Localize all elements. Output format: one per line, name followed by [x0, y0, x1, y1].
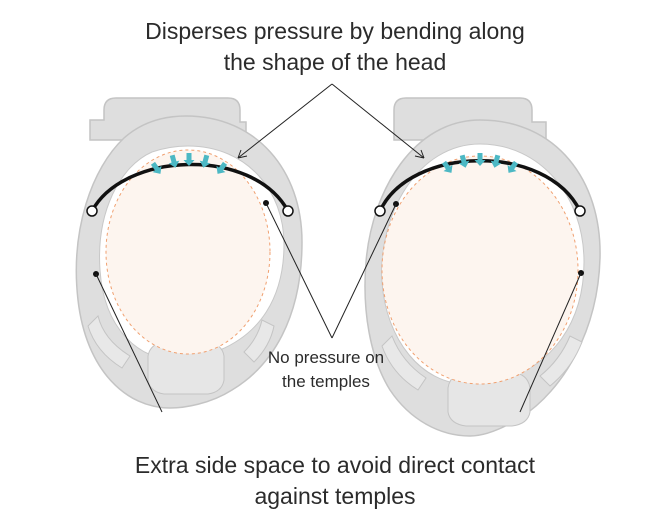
- top-caption-line-1: Disperses pressure by bending along: [145, 18, 525, 44]
- left-band-endpoint-left: [86, 205, 98, 217]
- middle-caption-line-1: No pressure on: [267, 348, 385, 367]
- bottom-caption: Extra side space to avoid direct contact…: [0, 450, 670, 512]
- right-arrow-5: [507, 160, 519, 173]
- leader-bottom-to-left-side: [95, 273, 163, 413]
- right-band-endpoint-right: [574, 205, 586, 217]
- left-arrow-3: [183, 153, 195, 166]
- leader-middle-to-right-temple: [331, 203, 397, 339]
- left-side-pad-left: [87, 315, 131, 369]
- left-arrow-1: [150, 161, 162, 174]
- bottom-caption-line-1: Extra side space to avoid direct contact: [134, 452, 536, 478]
- top-caption: Disperses pressure by bending along the …: [0, 16, 670, 78]
- middle-caption-line-2: the temples: [282, 372, 370, 391]
- top-caption-line-2: the shape of the head: [223, 49, 447, 75]
- right-arrow-1: [441, 160, 453, 173]
- right-shell-assembly: [364, 97, 601, 437]
- left-arrow-4: [199, 154, 211, 168]
- right-side-pad-right: [539, 335, 583, 387]
- left-shell-assembly: [75, 97, 303, 409]
- right-pressure-arrows: [441, 153, 519, 173]
- arrowhead-right-band: [414, 149, 425, 159]
- right-arrow-2: [458, 154, 470, 168]
- bottom-caption-line-2: against temples: [254, 483, 416, 509]
- left-band-endpoint-right: [282, 205, 294, 217]
- left-side-pad-right: [243, 319, 275, 363]
- middle-caption: No pressure on the temples: [226, 346, 426, 394]
- leader-top-to-right-band: [331, 83, 425, 159]
- left-arrow-2: [168, 154, 180, 168]
- leader-lines: [95, 83, 582, 413]
- right-arrow-3: [474, 153, 486, 166]
- right-arrow-4: [490, 154, 502, 168]
- right-band-endpoint-left: [374, 205, 386, 217]
- right-side-pad-left: [381, 335, 427, 391]
- left-head-outline: [105, 149, 271, 355]
- leader-top-to-left-band: [237, 83, 333, 159]
- arrowhead-left-band: [237, 149, 248, 159]
- left-arrow-5: [216, 161, 228, 174]
- leader-bottom-to-right-side: [519, 272, 582, 413]
- leader-middle-to-left-temple: [265, 202, 333, 339]
- left-pressure-arrows: [150, 153, 228, 174]
